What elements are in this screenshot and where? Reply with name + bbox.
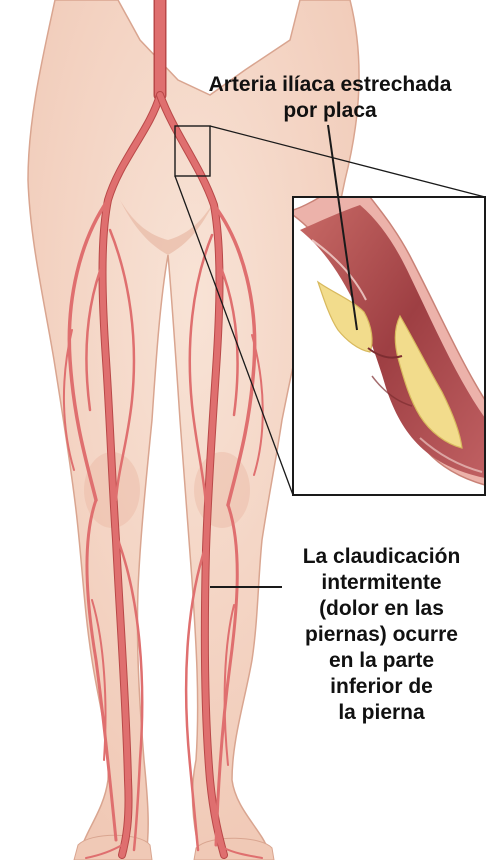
claudication-line-5: en la parte <box>276 648 487 674</box>
claudication-line-3: (dolor en las <box>276 596 487 622</box>
claudication-line-6: inferior de <box>276 674 487 700</box>
claudication-line-7: la pierna <box>276 700 487 726</box>
claudication-line-2: intermitente <box>276 570 487 596</box>
iliac-artery-label: Arteria ilíaca estrechada por placa <box>172 72 487 124</box>
claudication-line-4: piernas) ocurre <box>276 622 487 648</box>
artery-magnified-inset <box>293 197 485 495</box>
iliac-label-line-1: Arteria ilíaca estrechada <box>172 72 487 98</box>
claudication-label: La claudicación intermitente (dolor en l… <box>276 544 487 726</box>
claudication-line-1: La claudicación <box>276 544 487 570</box>
iliac-label-line-2: por placa <box>172 98 487 124</box>
